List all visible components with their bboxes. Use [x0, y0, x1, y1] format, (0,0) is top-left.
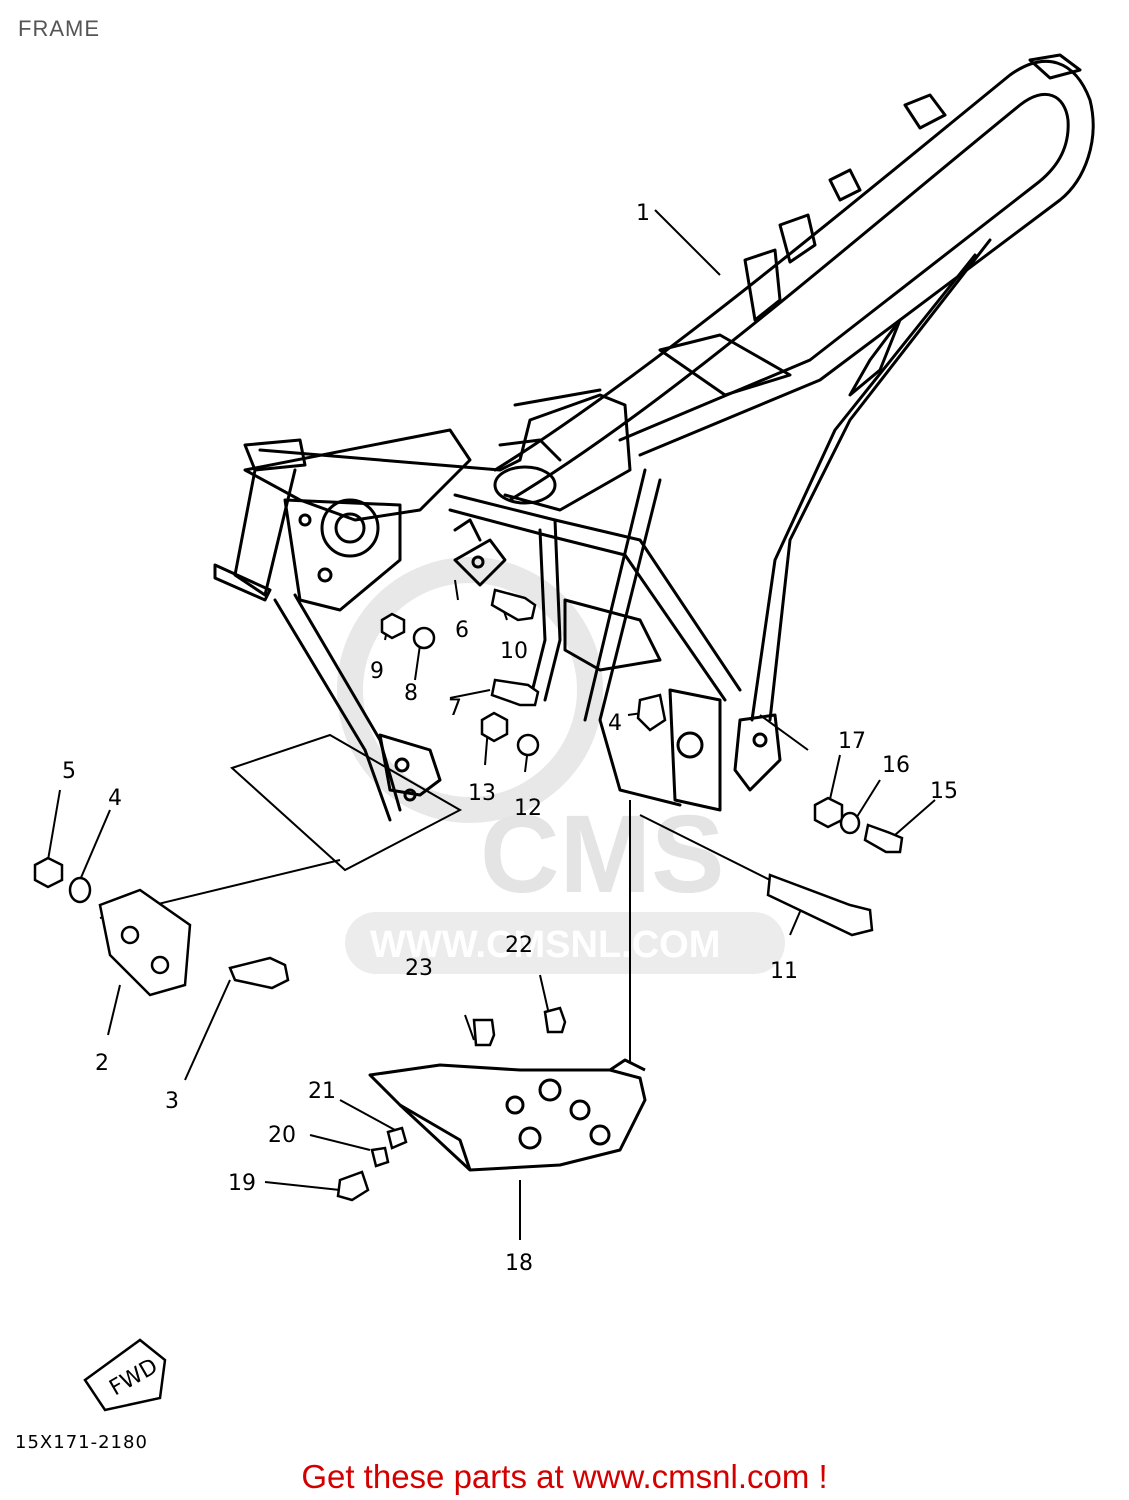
nut-22-icon	[543, 1006, 567, 1034]
label-23: 23	[405, 956, 433, 981]
label-13: 13	[468, 781, 496, 806]
nut-17-icon	[813, 796, 844, 829]
page-title: FRAME	[18, 16, 100, 41]
label-8: 8	[404, 681, 418, 706]
bolt-7-icon	[490, 678, 540, 707]
watermark-logo: CMS	[480, 793, 724, 916]
label-12: 12	[514, 796, 542, 821]
fwd-arrow-icon: FWD	[83, 1338, 167, 1412]
skid-plate-18	[368, 1058, 647, 1172]
washer-12-icon	[516, 733, 540, 757]
label-3: 3	[165, 1089, 179, 1114]
label-4b: 4	[608, 711, 622, 736]
frame-main	[213, 53, 1095, 822]
fasteners	[33, 588, 904, 1202]
watermark-url: WWW.CMSNL.COM	[370, 924, 720, 966]
bolt-3-icon	[228, 956, 290, 990]
label-9: 9	[370, 659, 384, 684]
label-1: 1	[636, 201, 650, 226]
nut-23-icon	[472, 1018, 496, 1047]
get-parts-link[interactable]: Get these parts at www.cmsnl.com !	[301, 1458, 828, 1495]
bolt-19-icon	[336, 1170, 370, 1202]
bolt-10-icon	[490, 588, 537, 622]
label-18: 18	[505, 1251, 533, 1276]
clamp-14-icon	[636, 693, 667, 732]
label-10: 10	[500, 639, 528, 664]
label-16: 16	[882, 753, 910, 778]
label-5: 5	[62, 759, 76, 784]
washer-20-icon	[370, 1146, 390, 1168]
washer-8-icon	[412, 626, 436, 650]
label-7: 7	[448, 696, 462, 721]
label-22: 22	[505, 933, 533, 958]
bracket-2-icon	[98, 888, 192, 997]
label-19: 19	[228, 1171, 256, 1196]
washer-16-icon	[839, 811, 861, 835]
diagram-code: 15X171-2180	[15, 1432, 148, 1453]
label-4a: 4	[108, 786, 122, 811]
washer-4-icon	[68, 876, 92, 904]
nut-13-icon	[480, 711, 509, 743]
washer-21-icon	[386, 1126, 408, 1150]
label-21: 21	[308, 1079, 336, 1104]
label-2: 2	[95, 1051, 109, 1076]
label-17: 17	[838, 729, 866, 754]
label-6: 6	[455, 618, 469, 643]
bolt-11-icon	[766, 873, 874, 937]
nut-9-icon	[380, 612, 406, 640]
label-15: 15	[930, 779, 958, 804]
part-labels: 1 2 3 4 4 5 6 7 8 9 10 11 12 13 15 16 17…	[62, 201, 958, 1276]
bolt-15-icon	[863, 823, 904, 854]
watermark-url-bar	[345, 912, 785, 974]
nut-5-icon	[33, 856, 64, 889]
label-11: 11	[770, 959, 798, 984]
label-20: 20	[268, 1123, 296, 1148]
skid-plate-outline	[230, 733, 463, 872]
